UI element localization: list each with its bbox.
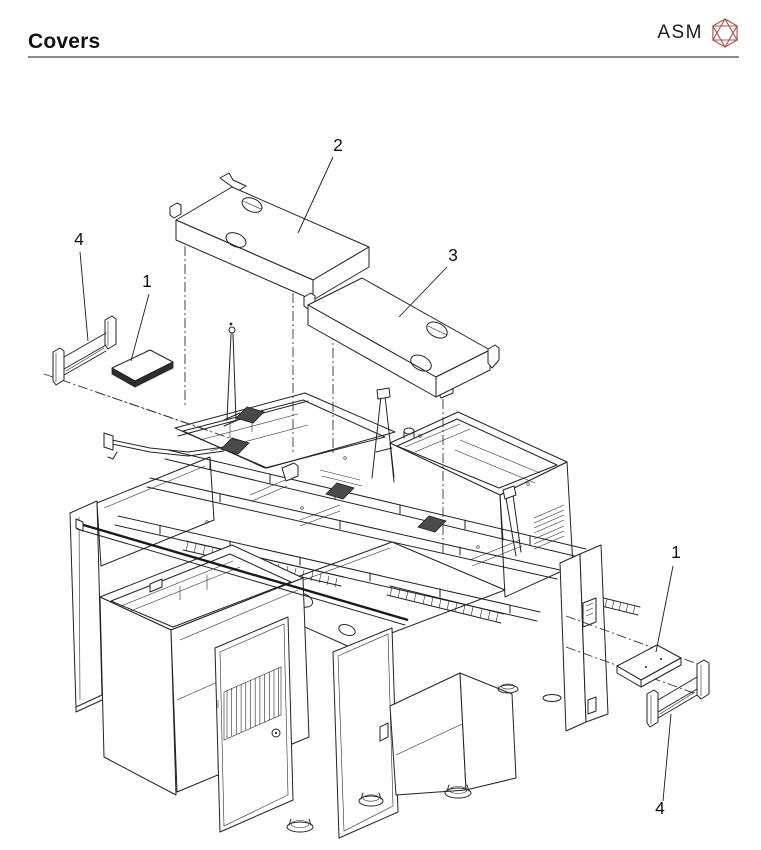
centerline-left-lower <box>95 391 239 442</box>
callout-4-right: 4 <box>655 798 665 818</box>
rear-left-panel <box>69 500 103 713</box>
leader-line-3 <box>398 266 448 318</box>
right-cabinet <box>559 544 609 732</box>
cover-plate-part-1-left <box>111 349 174 388</box>
mechanism-detail <box>249 469 523 567</box>
projection-centerlines <box>184 246 444 553</box>
title-divider <box>28 56 739 58</box>
door-knob <box>271 728 281 738</box>
callout-4-left: 4 <box>74 229 84 249</box>
rear-panel <box>96 456 215 567</box>
small-bracket-a <box>281 462 299 482</box>
asm-hexagon-icon <box>711 17 739 49</box>
leader-line-1-right <box>655 565 674 653</box>
callout-1-left: 1 <box>142 271 152 291</box>
right-strut <box>502 485 522 557</box>
a-frame-post <box>371 387 395 479</box>
callouts: 2 3 4 1 1 4 <box>74 135 681 818</box>
left-rod-arm <box>103 432 225 460</box>
callout-1-right: 1 <box>671 542 681 562</box>
brand-name: ASM <box>657 22 703 43</box>
bolt-marks <box>205 434 530 549</box>
leader-line-4-left <box>79 251 89 342</box>
page-title: Covers <box>28 30 101 53</box>
mounting-rail-part-4-left <box>52 315 117 386</box>
small-cylinder <box>403 427 415 439</box>
left-exploded-parts <box>43 315 239 442</box>
pedestal <box>389 672 517 796</box>
front-safety-rail <box>75 518 409 626</box>
leveling-feet <box>286 683 562 833</box>
left-frame-module <box>174 392 396 469</box>
component-blocks <box>220 406 447 533</box>
top-cover-part-2 <box>169 172 370 301</box>
brand-logo: ASM <box>657 17 740 49</box>
right-frame-module <box>389 411 574 598</box>
leader-line-2 <box>297 156 334 234</box>
vent-door <box>214 616 294 833</box>
leader-line-4-right <box>662 713 672 802</box>
center-cabinet <box>332 627 399 839</box>
mounting-rail-part-4-right <box>646 659 710 728</box>
cover-plate-part-1-right <box>616 644 682 688</box>
callout-2: 2 <box>333 135 343 155</box>
callout-3: 3 <box>448 245 458 265</box>
vent-grille <box>226 668 279 738</box>
top-cover-part-3 <box>303 277 500 398</box>
leader-line-1-left <box>130 293 150 362</box>
right-exploded-parts <box>565 615 710 728</box>
centerline-right-upper <box>565 615 707 668</box>
spring-lever <box>223 322 241 427</box>
machine-body <box>69 322 641 839</box>
